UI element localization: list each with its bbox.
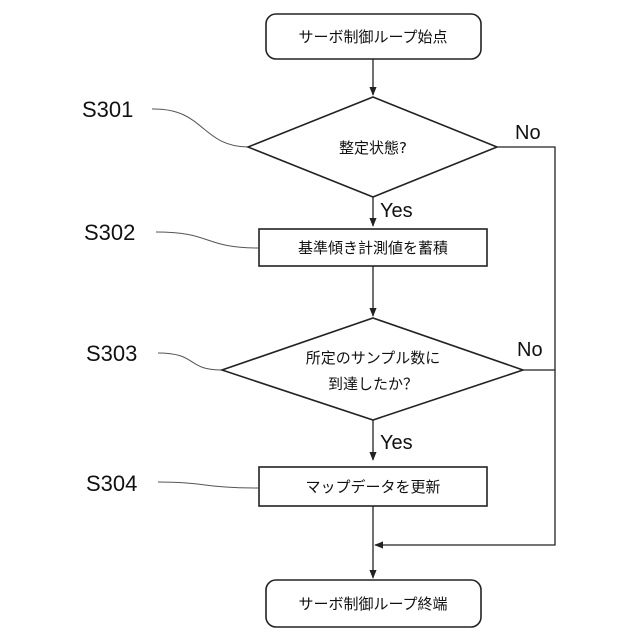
process-update-map: マップデータを更新 (259, 467, 487, 506)
leader-s303 (158, 353, 222, 370)
step-label-s301: S301 (82, 97, 133, 122)
branch-no-1: No (515, 122, 541, 144)
branch-no-2: No (517, 339, 543, 361)
start-node-text: サーボ制御ループ始点 (298, 28, 447, 46)
step-label-s303: S303 (86, 341, 137, 366)
decision-settled-text: 整定状態? (339, 139, 407, 157)
decision-settled: 整定状態? (248, 97, 497, 197)
step-label-s304: S304 (86, 471, 137, 496)
no-branch-line-1 (497, 147, 555, 370)
branch-yes-1: Yes (380, 200, 413, 222)
decision-sample-count-text-2: 到達したか？ (328, 375, 418, 393)
end-node-text: サーボ制御ループ終端 (298, 595, 447, 613)
start-node: サーボ制御ループ始点 (266, 14, 481, 59)
process-update-map-text: マップデータを更新 (305, 478, 440, 496)
leader-s302 (156, 232, 258, 248)
branch-yes-2: Yes (380, 432, 413, 454)
process-accumulate-text: 基準傾き計測値を蓄積 (298, 239, 448, 257)
leader-s301 (152, 109, 248, 147)
step-label-s302: S302 (84, 220, 135, 245)
decision-sample-count-text-1: 所定のサンプル数に (306, 349, 441, 367)
decision-sample-count: 所定のサンプル数に 到達したか？ (222, 318, 523, 420)
process-accumulate: 基準傾き計測値を蓄積 (259, 229, 487, 266)
leader-s304 (158, 482, 258, 488)
end-node: サーボ制御ループ終端 (266, 580, 481, 627)
